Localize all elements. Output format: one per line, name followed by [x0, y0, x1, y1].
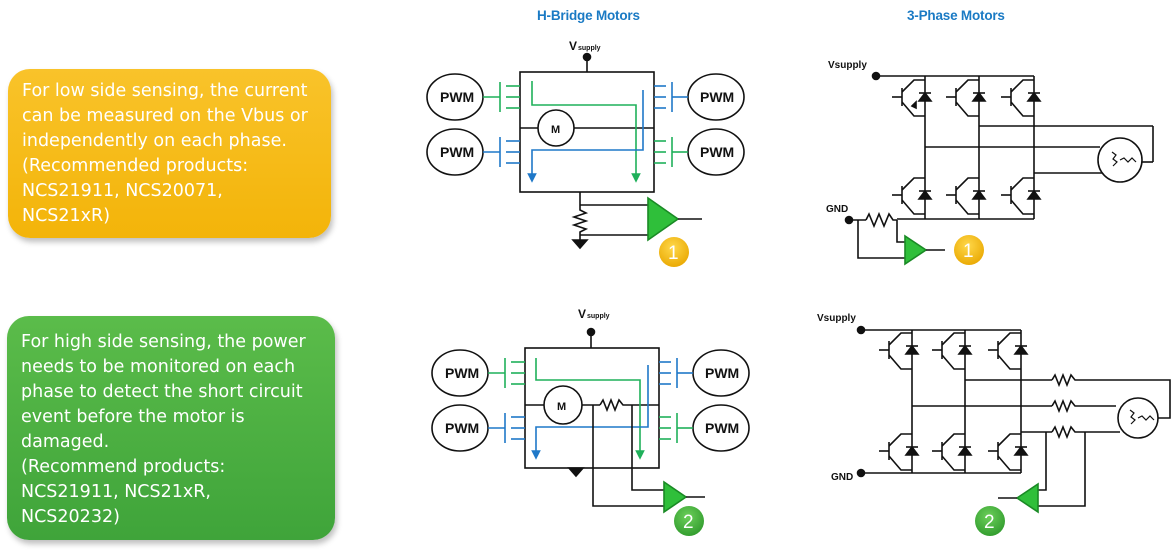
pwm-source-bottom-left: PWM [431, 404, 489, 452]
amplifier-icon [904, 234, 928, 266]
callout-line: For low side sensing, the current [22, 81, 308, 101]
pwm-source-bottom-right: PWM [687, 128, 745, 176]
ground-icon [567, 467, 585, 478]
svg-text:2: 2 [683, 512, 694, 533]
svg-text:2: 2 [984, 512, 995, 533]
svg-text:1: 1 [668, 243, 679, 264]
ground-icon [571, 239, 589, 250]
gnd-label: GND [826, 204, 848, 215]
badge-1-hbridge: 1 [659, 237, 689, 267]
current-path-blue [527, 90, 644, 183]
svg-text:PWM: PWM [445, 420, 479, 436]
callout-line: event before the motor is [21, 407, 245, 427]
shunt-resistor [571, 205, 589, 240]
current-path-green [531, 81, 641, 183]
igbt-switch-array [892, 79, 1042, 215]
pwm-source-top-left: PWM [431, 349, 489, 397]
badge-1-threephase: 1 [954, 235, 984, 265]
svg-text:1: 1 [963, 241, 974, 262]
svg-text:PWM: PWM [440, 144, 474, 160]
high-side-sensing-callout: For high side sensing, the power needs t… [7, 316, 335, 540]
motor-symbol [537, 109, 575, 147]
mosfet-bottom-right [654, 137, 688, 167]
vsupply-label: V [578, 307, 586, 321]
amplifier-icon [647, 196, 680, 242]
callout-line: NCS21911, NCS20071, [22, 181, 223, 201]
amplifier-icon [663, 480, 688, 514]
svg-text:PWM: PWM [700, 89, 734, 105]
svg-text:PWM: PWM [700, 144, 734, 160]
pwm-source-top-left: PWM [426, 73, 484, 121]
motor-label: M [551, 124, 560, 136]
amplifier-icon [1015, 482, 1039, 514]
callout-line: needs to be monitored on each [21, 357, 296, 377]
motor-label: M [557, 401, 566, 413]
svg-text:PWM: PWM [445, 365, 479, 381]
pwm-source-bottom-right: PWM [692, 404, 750, 452]
callout-line: NCS21911, NCS21xR, [21, 482, 211, 502]
badge-2-hbridge: 2 [674, 506, 704, 536]
mosfet-bottom-left [483, 137, 520, 167]
shunt-resistor [865, 211, 897, 229]
mosfet-top-right [654, 82, 688, 112]
callout-line: damaged. [21, 432, 110, 452]
threephase-column-title: 3-Phase Motors [907, 8, 1005, 23]
mosfet-top-left [483, 82, 520, 112]
callout-line: can be measured on the Vbus or [22, 106, 308, 126]
sense-resistor [599, 397, 659, 413]
callout-line: NCS20232) [21, 507, 120, 527]
callout-line: phase to detect the short circuit [21, 382, 303, 402]
callout-line: independently on each phase. [22, 131, 287, 151]
gnd-label: GND [831, 472, 853, 483]
pwm-source-bottom-left: PWM [426, 128, 484, 176]
threephase-low-side-diagram: Vsupply GND [826, 60, 1154, 266]
vsupply-label: V [569, 39, 577, 53]
vsupply-label: Vsupply [828, 60, 867, 71]
pwm-source-top-right: PWM [687, 73, 745, 121]
igbt-switch-array [879, 332, 1029, 471]
threephase-high-side-diagram: Vsupply GND [817, 313, 1171, 514]
hbridge-low-side-diagram: V supply M PWM PWM PWM PWM [426, 39, 745, 250]
svg-text:PWM: PWM [705, 420, 739, 436]
vsupply-subscript: supply [587, 313, 610, 320]
hbridge-high-side-diagram: V supply M PWM PWM PWM PWM [431, 307, 750, 514]
pwm-source-top-right: PWM [692, 349, 750, 397]
low-side-sensing-callout: For low side sensing, the current can be… [8, 69, 331, 238]
badge-2-threephase: 2 [975, 506, 1005, 536]
hbridge-column-title: H-Bridge Motors [537, 8, 640, 23]
vsupply-subscript: supply [578, 45, 601, 52]
callout-line: For high side sensing, the power [21, 332, 306, 352]
svg-text:PWM: PWM [705, 365, 739, 381]
bridge-frame [519, 71, 655, 193]
callout-line: NCS21xR) [22, 206, 111, 226]
svg-text:PWM: PWM [440, 89, 474, 105]
vsupply-label: Vsupply [817, 313, 856, 324]
callout-line: (Recommended products: [22, 156, 249, 176]
callout-line: (Recommend products: [21, 457, 226, 477]
